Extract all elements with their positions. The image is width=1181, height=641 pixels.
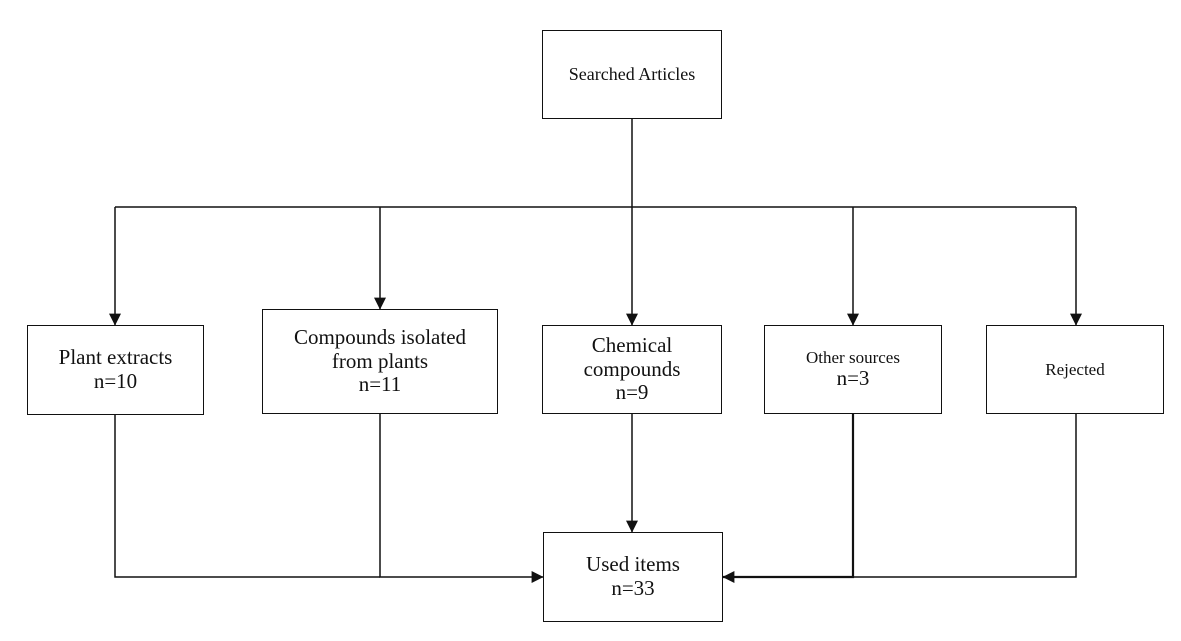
edge-rejected-to-used-items <box>853 414 1077 578</box>
compounds-isolated-title-line-2: from plants <box>331 348 429 373</box>
plant-extracts-count: n=10 <box>93 369 138 393</box>
other-sources-title: Other sources <box>806 348 900 368</box>
rejected-box: Rejected <box>986 325 1164 414</box>
edge-other-sources-to-used-items <box>722 414 855 583</box>
searched-articles-label: Searched Articles <box>568 64 696 85</box>
compounds-isolated-count: n=11 <box>358 372 402 397</box>
other-sources-box: Other sources n=3 <box>764 325 942 414</box>
used-items-title: Used items <box>586 552 680 577</box>
used-items-box: Used items n=33 <box>543 532 723 622</box>
other-sources-count: n=3 <box>836 366 870 391</box>
edge-compounds-isolated-to-used-items <box>379 414 544 583</box>
searched-articles-box: Searched Articles <box>542 30 722 119</box>
compounds-isolated-box: Compounds isolated from plants n=11 <box>262 309 498 414</box>
plant-extracts-title: Plant extracts <box>58 345 173 370</box>
rejected-title: Rejected <box>1045 359 1105 379</box>
edge-plant-extracts-to-used-items <box>114 415 380 578</box>
chemical-compounds-box: Chemical compounds n=9 <box>542 325 722 414</box>
used-items-count: n=33 <box>611 576 655 600</box>
plant-extracts-box: Plant extracts n=10 <box>27 325 204 415</box>
chemical-compounds-title-line-1: Chemical <box>591 333 673 358</box>
compounds-isolated-title-line-1: Compounds isolated <box>293 325 467 350</box>
chemical-compounds-count: n=9 <box>615 380 649 405</box>
chemical-compounds-title-line-2: compounds <box>583 356 681 381</box>
